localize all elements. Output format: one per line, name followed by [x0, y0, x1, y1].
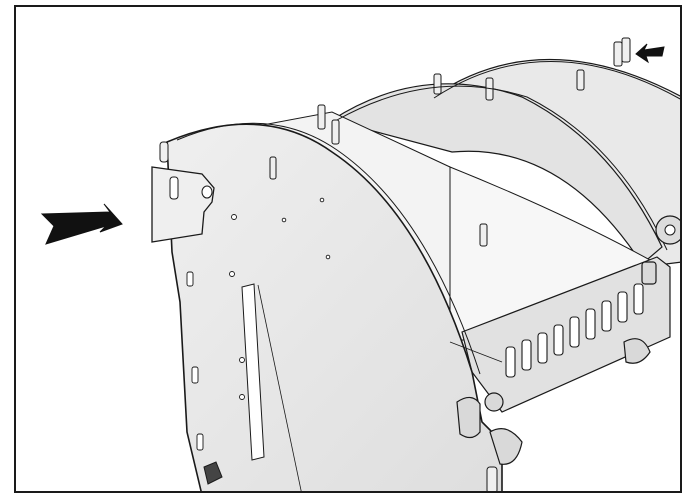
figure-border [14, 5, 682, 493]
back-arch-edge [433, 61, 680, 100]
corner-tab-bracket [151, 166, 215, 243]
insert-arrow-left-icon [40, 203, 123, 245]
floor-edge [449, 341, 503, 363]
front-arch-edge [176, 122, 481, 375]
front-knobs [456, 261, 657, 465]
bottom-center-tab [486, 466, 498, 491]
top-peg-left [159, 141, 169, 163]
front-panel-crease [257, 284, 302, 491]
middle-arch-edge [336, 85, 668, 251]
slot-teeth [505, 283, 644, 378]
assembly-drawing [40, 37, 680, 491]
right-gear-hub [664, 224, 676, 236]
front-panel-long-slot [241, 283, 265, 461]
top-pegs [269, 37, 631, 247]
middle-arch-panel [330, 83, 663, 265]
front-panel-holes [186, 197, 331, 451]
insert-arrow-right-icon [635, 43, 665, 64]
bottom-left-tab [203, 461, 223, 485]
bracket-hole [201, 185, 213, 199]
bracket-slot [169, 176, 179, 200]
